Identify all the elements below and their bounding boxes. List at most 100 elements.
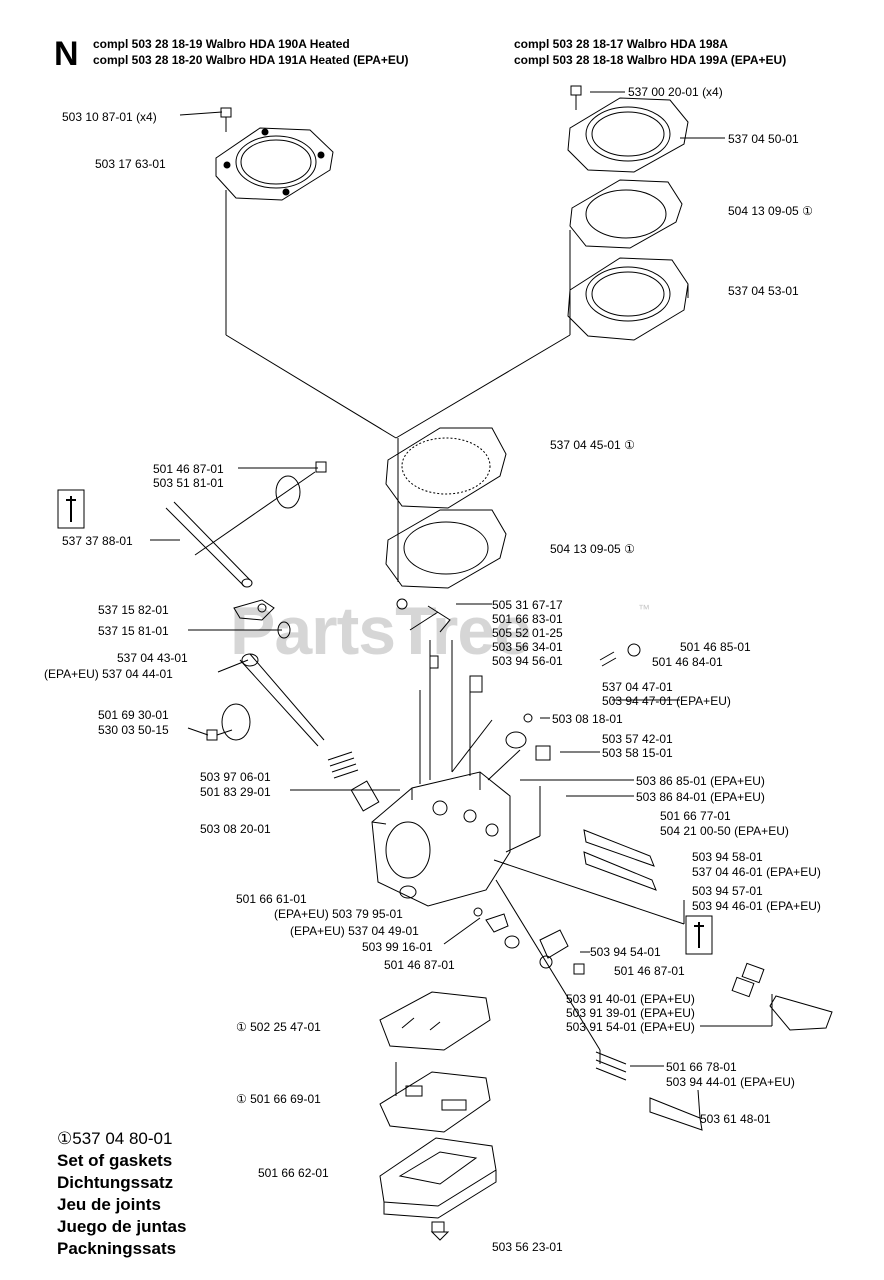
choke-lever-right — [769, 995, 833, 1031]
part-label[interactable]: 503 10 87-01 (x4) — [62, 110, 157, 124]
part-label[interactable]: 503 97 06-01 — [200, 770, 271, 784]
part-label[interactable]: 537 04 43-01 — [117, 651, 188, 665]
part-label[interactable]: 501 46 84-01 — [652, 655, 723, 669]
idle-spring — [595, 1051, 627, 1081]
part-label[interactable]: 501 66 83-01 — [492, 612, 563, 626]
part-label[interactable]: ① 501 66 69-01 — [236, 1092, 321, 1106]
part-label[interactable]: 503 58 15-01 — [602, 746, 673, 760]
part-label[interactable]: 503 99 16-01 — [362, 940, 433, 954]
legend-line: Dichtungssatz — [57, 1173, 174, 1192]
part-label[interactable]: 503 91 39-01 (EPA+EU) — [566, 1006, 695, 1020]
header-right-line2: compl 503 28 18-18 Walbro HDA 199A (EPA+… — [514, 53, 787, 67]
part-label[interactable]: (EPA+EU) 503 79 95-01 — [274, 907, 403, 921]
part-label[interactable]: 503 56 34-01 — [492, 640, 563, 654]
cover-plate-left — [215, 127, 334, 201]
gasket-middle-1 — [385, 427, 507, 509]
part-label[interactable]: 501 46 87-01 — [384, 958, 455, 972]
tool-icon-box-2 — [685, 915, 713, 955]
part-label[interactable]: 504 13 09-05 ① — [728, 204, 813, 218]
cover-screw — [430, 1221, 450, 1241]
throttle-valve — [221, 703, 251, 741]
section-letter: N — [54, 35, 79, 73]
part-label[interactable]: 501 66 62-01 — [258, 1166, 329, 1180]
trademark: ™ — [638, 602, 650, 616]
throttle-screw — [206, 729, 233, 741]
part-label[interactable]: 501 46 87-01 — [614, 964, 685, 978]
part-label[interactable]: 530 03 50-15 — [98, 723, 169, 737]
legend-part-number[interactable]: ①537 04 80-01 — [57, 1129, 173, 1148]
lever — [233, 599, 275, 621]
part-label[interactable]: 537 15 81-01 — [98, 624, 169, 638]
bushing — [350, 780, 380, 812]
tool-icon-box — [57, 489, 85, 529]
part-label[interactable]: 503 51 81-01 — [153, 476, 224, 490]
spring-needle-right — [599, 651, 617, 667]
fuel-pipe — [469, 675, 483, 693]
part-label[interactable]: 503 17 63-01 — [95, 157, 166, 171]
part-label[interactable]: 537 04 53-01 — [728, 284, 799, 298]
legend-line: Set of gaskets — [57, 1151, 173, 1170]
part-label[interactable]: 503 91 54-01 (EPA+EU) — [566, 1020, 695, 1034]
pump-cover — [379, 1137, 497, 1219]
part-label[interactable]: 537 04 46-01 (EPA+EU) — [692, 865, 821, 879]
part-label[interactable]: 503 56 23-01 — [492, 1240, 563, 1254]
part-label[interactable]: 503 94 47-01 (EPA+EU) — [602, 694, 731, 708]
throttle-shaft — [239, 653, 325, 747]
part-label[interactable]: 537 04 47-01 — [602, 680, 673, 694]
part-label[interactable]: (EPA+EU) 537 04 49-01 — [290, 924, 419, 938]
part-label[interactable]: 501 66 61-01 — [236, 892, 307, 906]
wrench-icon — [66, 496, 76, 522]
cover-plate-right — [567, 97, 689, 173]
header-left-line1: compl 503 28 18-19 Walbro HDA 190A Heate… — [93, 37, 350, 51]
carburetor-body — [371, 771, 511, 907]
legend-line: Juego de juntas — [57, 1217, 187, 1236]
spring-throttle — [327, 751, 359, 779]
screw-left — [220, 107, 232, 132]
choke-valve — [275, 475, 301, 509]
low-screw — [583, 851, 657, 891]
part-label[interactable]: 503 86 84-01 (EPA+EU) — [636, 790, 765, 804]
choke-lever-lower — [539, 929, 569, 959]
part-label[interactable]: 503 08 20-01 — [200, 822, 271, 836]
part-label[interactable]: 537 37 88-01 — [62, 534, 133, 548]
gasket-right-1 — [569, 179, 683, 249]
part-label[interactable]: 503 94 54-01 — [590, 945, 661, 959]
legend-line: Packningssats — [57, 1239, 177, 1258]
screw-right — [570, 85, 582, 110]
legend-line: Jeu de joints — [57, 1195, 161, 1214]
part-label[interactable]: 537 04 50-01 — [728, 132, 799, 146]
part-label[interactable]: 503 94 58-01 — [692, 850, 763, 864]
part-label[interactable]: 503 91 40-01 (EPA+EU) — [566, 992, 695, 1006]
idle-screw — [649, 1097, 703, 1131]
part-label[interactable]: 503 94 56-01 — [492, 654, 563, 668]
link-plate — [485, 913, 509, 933]
watermark: PartsTree — [230, 593, 532, 669]
part-label[interactable]: 501 69 30-01 — [98, 708, 169, 722]
part-label[interactable]: 501 66 77-01 — [660, 809, 731, 823]
part-label[interactable]: 501 46 87-01 — [153, 462, 224, 476]
part-label[interactable]: 501 66 78-01 — [666, 1060, 737, 1074]
header-right-line1: compl 503 28 18-17 Walbro HDA 198A — [514, 37, 728, 51]
part-label[interactable]: 505 31 67-17 — [492, 598, 563, 612]
part-label[interactable]: 503 86 85-01 (EPA+EU) — [636, 774, 765, 788]
part-label[interactable]: 537 15 82-01 — [98, 603, 169, 617]
part-label[interactable]: 503 61 48-01 — [700, 1112, 771, 1126]
part-label[interactable]: 537 00 20-01 (x4) — [628, 85, 723, 99]
part-label[interactable]: 503 08 18-01 — [552, 712, 623, 726]
part-label[interactable]: 503 57 42-01 — [602, 732, 673, 746]
part-label[interactable]: 503 94 44-01 (EPA+EU) — [666, 1075, 795, 1089]
part-label[interactable]: (EPA+EU) 537 04 44-01 — [44, 667, 173, 681]
part-label[interactable]: 504 13 09-05 ① — [550, 542, 635, 556]
filter-screen — [399, 885, 417, 899]
part-label[interactable]: 505 52 01-25 — [492, 626, 563, 640]
part-label[interactable]: 504 21 00-50 (EPA+EU) — [660, 824, 789, 838]
part-label[interactable]: ① 502 25 47-01 — [236, 1020, 321, 1034]
part-label[interactable]: 501 83 29-01 — [200, 785, 271, 799]
part-label[interactable]: 503 94 57-01 — [692, 884, 763, 898]
metering-needle — [409, 605, 451, 633]
part-label[interactable]: 537 04 45-01 ① — [550, 438, 635, 452]
diaphragm — [379, 1071, 491, 1133]
part-label[interactable]: 503 94 46-01 (EPA+EU) — [692, 899, 821, 913]
part-label[interactable]: 501 46 85-01 — [680, 640, 751, 654]
